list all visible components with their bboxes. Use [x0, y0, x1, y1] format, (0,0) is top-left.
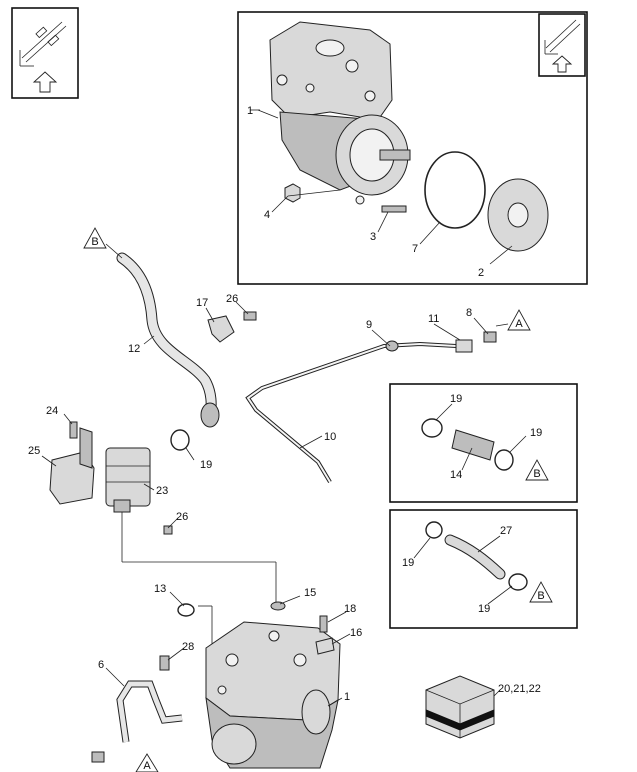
callout-17: 17 [196, 297, 208, 309]
callout-19-box1-right: 19 [530, 427, 542, 439]
ref-marker-a-right: A [507, 309, 531, 331]
compressor-top [269, 21, 411, 205]
callout-8: 8 [466, 307, 472, 319]
svg-text:B: B [91, 236, 98, 248]
callout-2: 2 [478, 267, 484, 279]
clip-17 [207, 315, 235, 343]
seal-ring-7 [424, 151, 486, 229]
callout-18: 18 [344, 603, 356, 615]
callout-19-hose: 19 [200, 459, 212, 471]
compressor-bottom [205, 621, 341, 769]
callout-26-mid: 26 [176, 511, 188, 523]
cover-plate-2 [487, 178, 549, 252]
bolt-28 [159, 655, 170, 671]
callout-3: 3 [370, 231, 376, 243]
callout-12: 12 [128, 343, 140, 355]
callout-9: 9 [366, 319, 372, 331]
callout-25: 25 [28, 445, 40, 457]
callout-15: 15 [304, 587, 316, 599]
bolt-26-mid [163, 525, 173, 535]
callout-14: 14 [450, 469, 462, 481]
bolt-26-top [243, 311, 257, 321]
leader-lines-top [250, 109, 513, 265]
parts-box-icon [425, 675, 501, 739]
callout-28: 28 [182, 641, 194, 653]
valve-23 [105, 447, 151, 513]
pipe-6 [91, 680, 183, 763]
callout-11: 11 [428, 313, 439, 325]
seal-15 [270, 601, 286, 611]
callout-19-box1-left: 19 [450, 393, 462, 405]
coupling-14 [421, 418, 514, 471]
bracket-25 [49, 427, 95, 505]
ref-marker-b-box2: B [529, 581, 553, 603]
callout-16: 16 [350, 627, 362, 639]
svg-text:A: A [515, 318, 523, 330]
seal-13 [177, 603, 195, 617]
callout-27: 27 [500, 525, 512, 537]
callout-1-bottom: 1 [344, 691, 350, 703]
clip-16 [315, 637, 335, 655]
clamp-19-hose [170, 429, 190, 451]
bolt-18 [319, 615, 328, 633]
callout-10: 10 [324, 431, 336, 443]
callout-kit: 20,21,22 [498, 683, 541, 695]
callout-labels: 1 2 3 4 7 8 9 10 11 12 13 14 15 16 17 18… [28, 105, 542, 703]
routing-lines [121, 512, 277, 652]
nut-4 [284, 183, 301, 203]
bolt-24 [69, 421, 78, 439]
callout-6: 6 [98, 659, 104, 671]
orientation-left-icon [11, 7, 79, 99]
callout-19-box2-left: 19 [402, 557, 414, 569]
callout-19-box2-right: 19 [478, 603, 490, 615]
svg-text:A: A [143, 760, 151, 772]
hose-27 [425, 521, 528, 591]
ref-marker-a-bottom: A [135, 753, 159, 772]
callout-24: 24 [46, 405, 58, 417]
callout-4: 4 [264, 209, 270, 221]
orientation-right-icon [538, 13, 586, 77]
callout-23: 23 [156, 485, 168, 497]
svg-text:B: B [537, 590, 544, 602]
callout-7: 7 [412, 243, 418, 255]
callout-13: 13 [154, 583, 166, 595]
hose-12 [116, 252, 220, 428]
ref-marker-b-box1: B [525, 459, 549, 481]
ref-marker-b-top: B [83, 227, 107, 249]
hose-detail-frame [389, 509, 578, 629]
callout-26-top: 26 [226, 293, 238, 305]
callout-1-top: 1 [247, 105, 253, 117]
svg-text:B: B [533, 468, 540, 480]
leader-lines [41, 243, 527, 707]
pin-3 [381, 205, 407, 213]
pipe-10 [245, 331, 497, 484]
